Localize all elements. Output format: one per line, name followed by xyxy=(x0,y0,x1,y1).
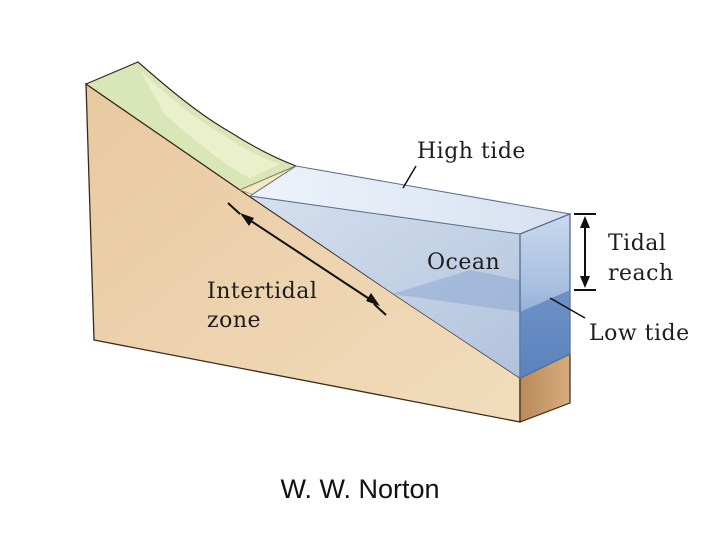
tidal-reach-bracket xyxy=(574,213,596,291)
low-tide-label: Low tide xyxy=(589,321,690,346)
tidal-reach-label-line2: reach xyxy=(608,261,674,286)
intertidal-arrow xyxy=(227,202,387,316)
intertidal-label-line2: zone xyxy=(207,308,261,333)
credit-text: W. W. Norton xyxy=(280,474,440,504)
water-front-deep xyxy=(520,290,570,378)
ocean-label: Ocean xyxy=(427,250,500,275)
high-tide-label: High tide xyxy=(417,139,526,164)
upland-highlight xyxy=(140,70,280,178)
low-tide-leader xyxy=(549,297,586,319)
intertidal-label-line1: Intertidal xyxy=(207,279,317,304)
tidal-reach-label-line1: Tidal xyxy=(608,231,666,256)
high-tide-leader xyxy=(402,165,417,189)
